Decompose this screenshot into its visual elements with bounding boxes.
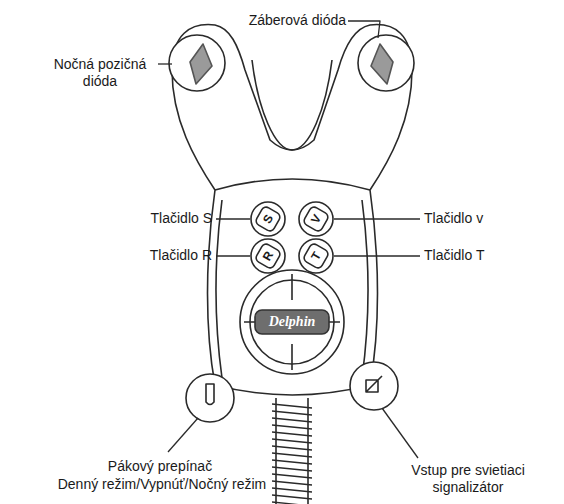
body-edge xyxy=(216,200,222,378)
leader-line xyxy=(168,418,198,452)
button-key xyxy=(302,242,329,269)
leader-line xyxy=(334,218,420,219)
night-diode-lens xyxy=(190,44,212,84)
logo-ring xyxy=(240,270,344,374)
thread-stroke xyxy=(272,411,312,415)
night-diode-ring xyxy=(169,35,225,91)
button xyxy=(299,202,333,236)
leader-line xyxy=(158,63,172,64)
button-key xyxy=(254,205,281,232)
brand-logo: Delphin xyxy=(257,314,327,330)
leader-line xyxy=(334,255,420,256)
thread-stroke xyxy=(272,425,312,429)
bite-diode-ring xyxy=(358,35,414,91)
label-text: Nočná pozičná dióda xyxy=(44,56,156,90)
switch-lever xyxy=(206,384,214,405)
input-ring xyxy=(350,362,398,410)
button-key xyxy=(302,205,329,232)
label-text: Vstup pre svietiaci signalizátor xyxy=(398,462,538,496)
thread-stroke xyxy=(272,467,312,471)
thread-stroke xyxy=(272,404,312,408)
label-text: Pákový prepínač xyxy=(70,458,250,475)
thread-stroke xyxy=(272,488,312,492)
logo-badge xyxy=(255,310,329,334)
thread-stroke xyxy=(272,446,312,450)
thread-stroke xyxy=(272,453,312,457)
body-edge xyxy=(362,200,368,378)
bite-diode-lens xyxy=(371,44,393,84)
switch-ring xyxy=(186,374,234,422)
label-text: Denný režim/Vypnúť/Nočný režim xyxy=(4,476,320,493)
leader-line xyxy=(382,408,418,458)
callout-label: Tlačidlo v xyxy=(424,210,534,227)
thread-stroke xyxy=(272,439,312,443)
rod-rest-inner xyxy=(252,60,332,150)
thread-stroke xyxy=(272,481,312,485)
head-seam xyxy=(215,179,370,190)
callout-label: Tlačidlo R xyxy=(110,247,212,264)
thread-stroke xyxy=(272,495,312,499)
leader-line xyxy=(216,218,250,219)
input-socket xyxy=(366,376,382,392)
label-text: Záberová dióda xyxy=(206,12,346,29)
thread-stroke xyxy=(272,502,312,504)
callout-label: Tlačidlo S xyxy=(110,210,212,227)
button xyxy=(251,202,285,236)
thread-stroke xyxy=(272,460,312,464)
button-key xyxy=(254,242,281,269)
leader-line xyxy=(216,255,250,256)
button xyxy=(299,239,333,273)
button xyxy=(251,239,285,273)
thread xyxy=(272,404,312,504)
callout-label: Tlačidlo T xyxy=(424,247,534,264)
leader-line xyxy=(348,21,380,38)
logo-spokes xyxy=(244,274,340,370)
thread-stroke xyxy=(272,418,312,422)
thread-stroke xyxy=(272,432,312,436)
thread-stroke xyxy=(272,474,312,478)
